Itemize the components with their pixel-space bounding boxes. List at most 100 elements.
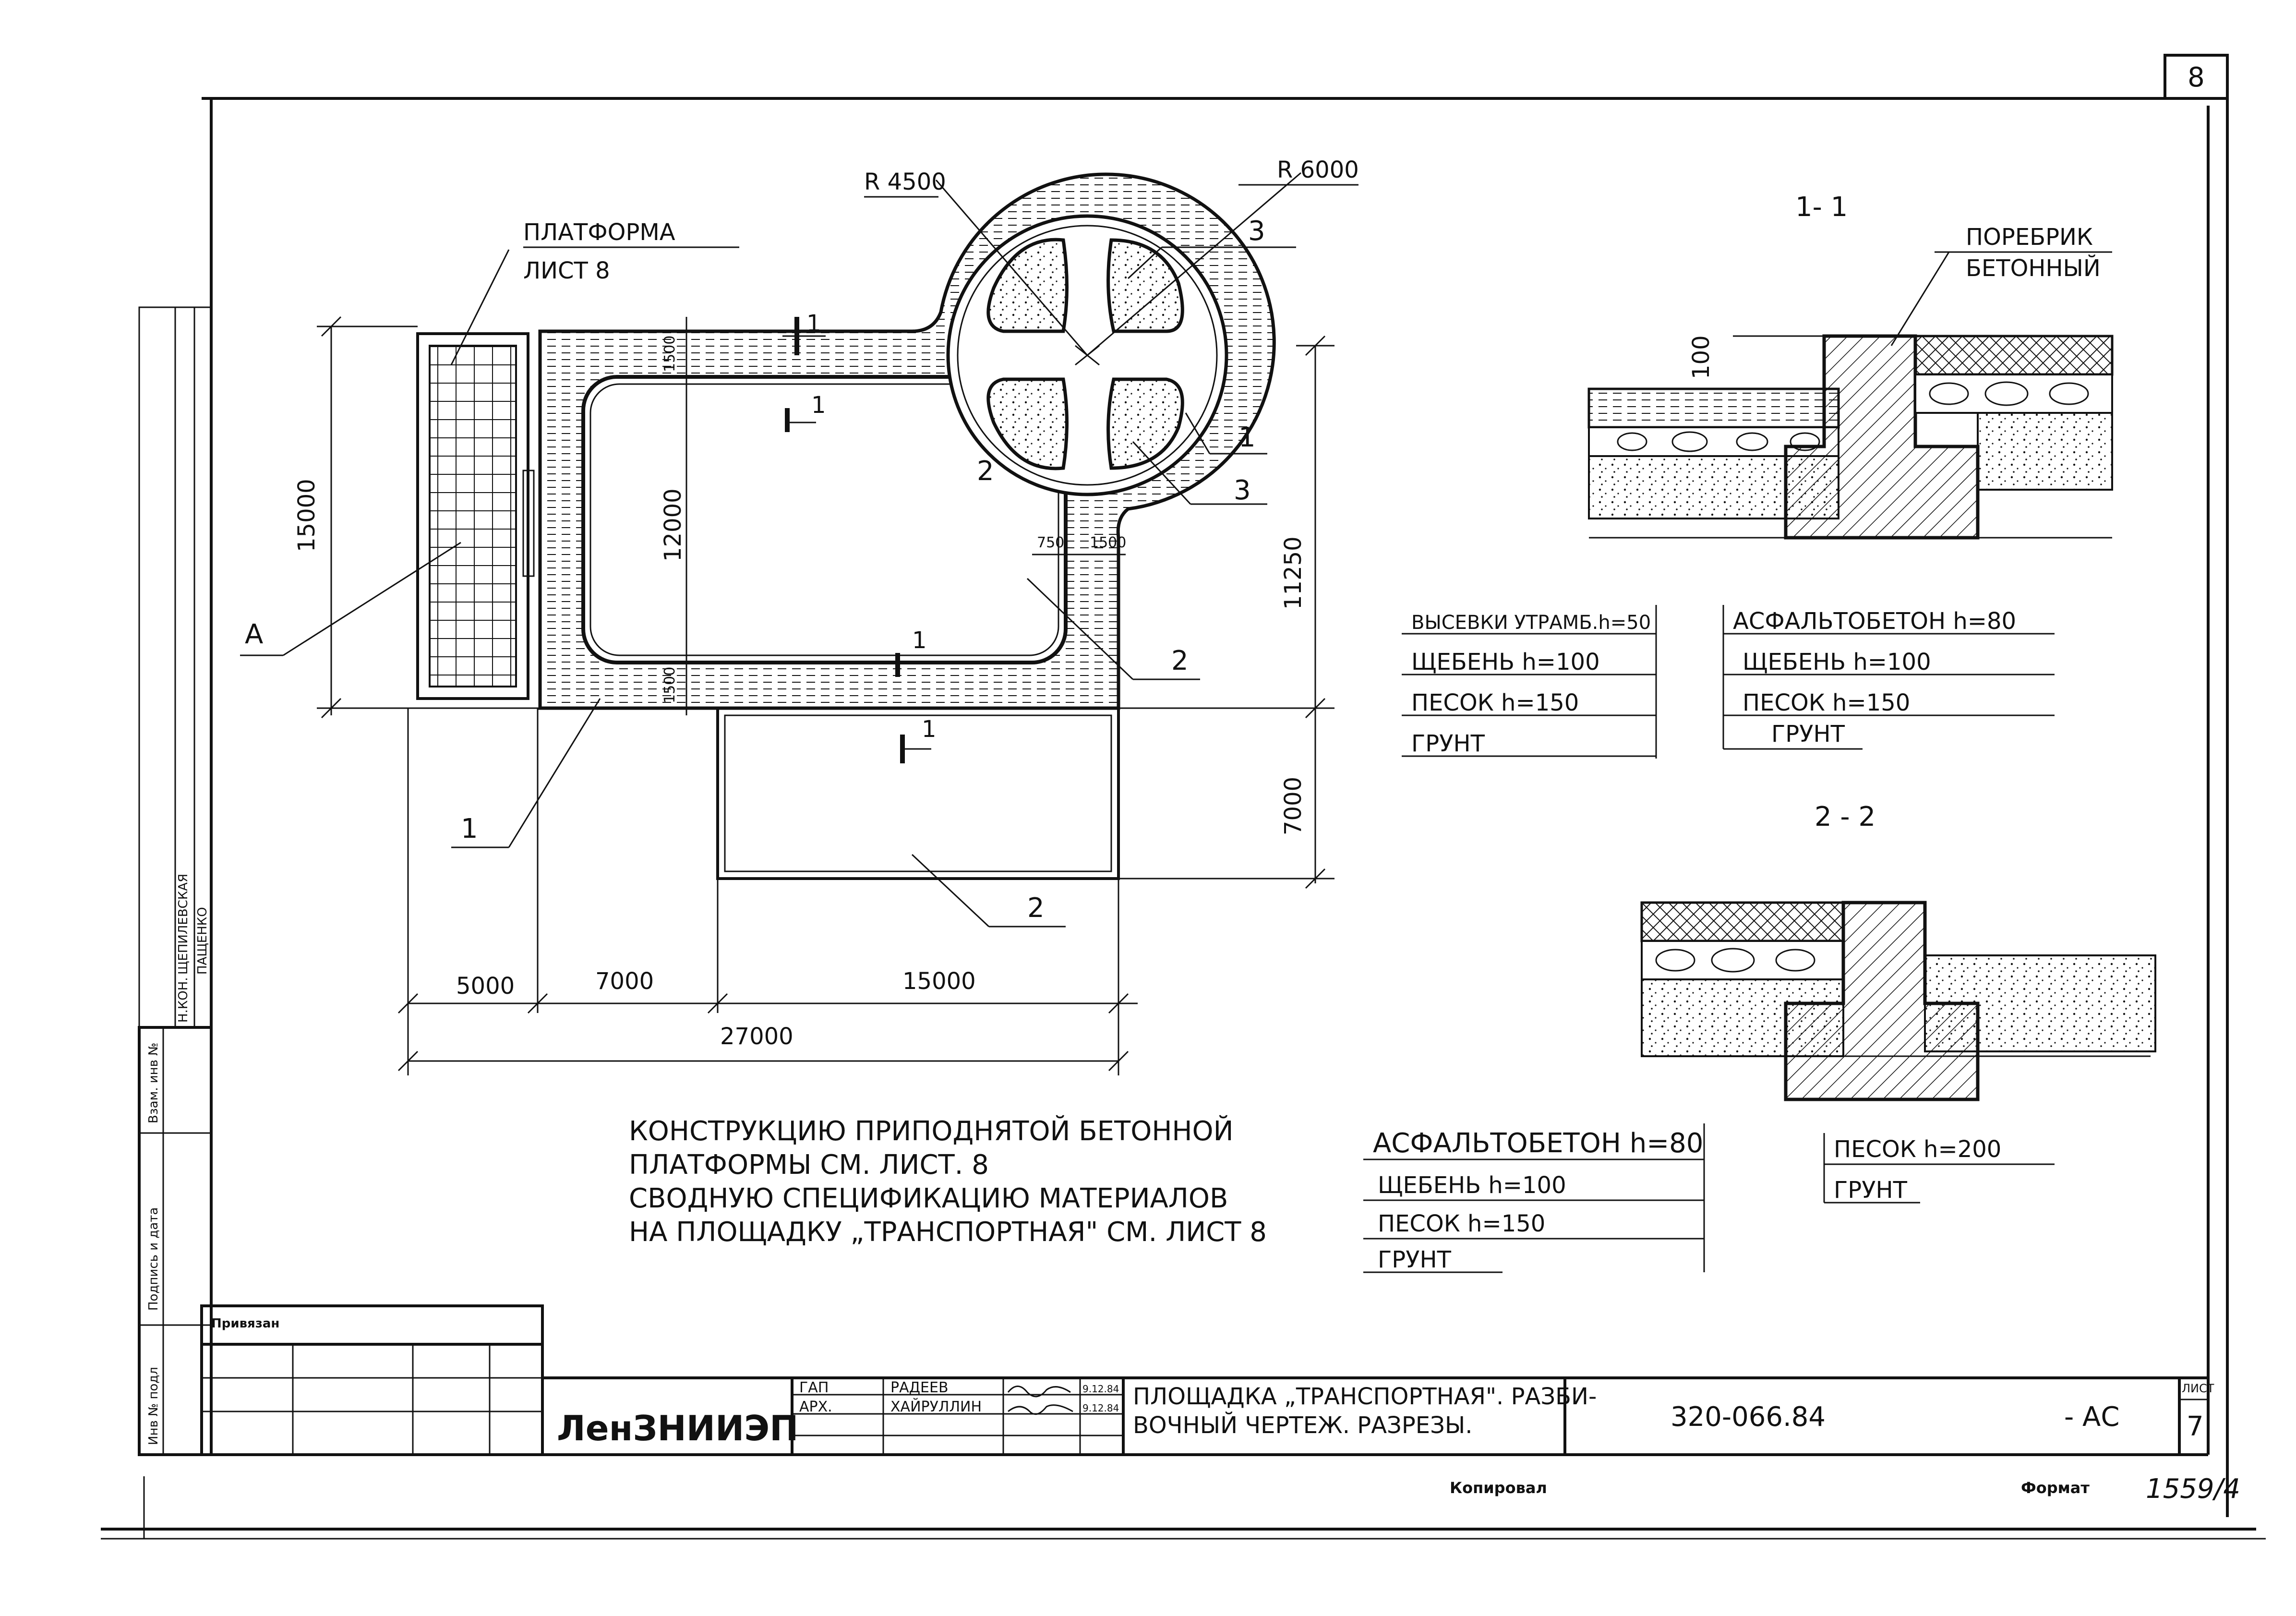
dim-total-height: 15000 [293, 479, 320, 552]
dim-7000: 7000 [595, 968, 654, 995]
callout-2-pad: 2 [1171, 645, 1189, 676]
section-1-1-title: 1- 1 [1795, 192, 1848, 223]
svg-text:ПЕСОК h=150: ПЕСОК h=150 [1378, 1210, 1545, 1237]
side-stamp: Инв № подл Подпись и дата Взам. инв № Н.… [138, 306, 213, 1456]
dim-lower-height: 7000 [1280, 777, 1307, 835]
organization: ЛенЗНИИЭП [557, 1408, 798, 1448]
dim-right-height: 11250 [1280, 536, 1307, 610]
curb-label-1: ПОРЕБРИК [1966, 224, 2093, 251]
site-plan: R 4500 R 6000 ПЛАТФОРМА ЛИСТ 8 15000 120… [240, 157, 1359, 1075]
date-1: 9.12.84 [1082, 1383, 1119, 1395]
footer-number: 1559/4 [2146, 1473, 2240, 1505]
svg-text:ГРУНТ: ГРУНТ [1771, 721, 1845, 748]
callouts: А 1 2 2 3 3 1 2 [240, 216, 1296, 928]
dim-bottom-offset: 1500 [661, 667, 678, 703]
sheet-number-top: 8 [2164, 54, 2229, 100]
svg-text:ГРУНТ: ГРУНТ [1411, 730, 1485, 757]
section-1-1-left-layers: ВЫСЕВКИ УТРАМБ.h=50 ЩЕБЕНЬ h=100 ПЕСОК h… [1402, 605, 1657, 759]
curb-label-2: БЕТОННЫЙ [1966, 254, 2101, 282]
svg-text:ПЕСОК h=150: ПЕСОК h=150 [1411, 689, 1579, 716]
section-2-2-right-layers: ПЕСОК h=200 ГРУНТ [1823, 1133, 2055, 1204]
platform [416, 332, 535, 700]
dim-bottom: 5000 7000 15000 27000 [397, 708, 1138, 1075]
svg-text:ПЕСОК h=200: ПЕСОК h=200 [1834, 1136, 2001, 1163]
title-block: Привязан ЛенЗНИИЭП ГАП АРХ. РАДЕЕВ ХАЙРУ… [200, 1304, 2214, 1456]
section-2-2: 2 - 2 АСФАЛЬТОБЕТОН h=80 ЩЕБЕНЬ h=100 ПЕ… [1363, 801, 2156, 1273]
notes: КОНСТРУКЦИЮ ПРИПОДНЯТОЙ БЕТОННОЙ ПЛАТФОР… [629, 1115, 1267, 1248]
signature-2 [1008, 1404, 1073, 1415]
dim-1500-small: 1500 [1090, 534, 1126, 551]
sheet-label: ЛИСТ [2182, 1382, 2214, 1395]
format-label: Формат [2021, 1479, 2090, 1497]
dim-5000: 5000 [456, 973, 515, 1000]
section-1-1-right-layers: АСФАЛЬТОБЕТОН h=80 ЩЕБЕНЬ h=100 ПЕСОК h=… [1722, 605, 2055, 750]
dim-15000: 15000 [902, 968, 976, 995]
role-arch: АРХ. [799, 1399, 832, 1415]
callout-2-ring: 2 [977, 456, 994, 487]
radius-large: R 6000 [1277, 157, 1359, 183]
svg-text:АСФАЛЬТОБЕТОН h=80: АСФАЛЬТОБЕТОН h=80 [1373, 1128, 1703, 1159]
svg-text:1: 1 [811, 392, 826, 419]
side-nkon: Н.КОН. [176, 977, 191, 1023]
name-khairullin: ХАЙРУЛЛИН [890, 1398, 982, 1415]
linked-label: Привязан [211, 1316, 279, 1331]
side-shchelievskaya: ЩЕПИЛЕВСКАЯ [176, 874, 191, 975]
note-line-3: СВОДНУЮ СПЕЦИФИКАЦИЮ МАТЕРИАЛОВ [629, 1183, 1228, 1214]
callout-3-top: 3 [1248, 216, 1265, 247]
dim-left: 15000 [293, 316, 720, 719]
callout-2-lower: 2 [1027, 892, 1045, 924]
footer: Копировал Формат 1559/4 [1450, 1473, 2240, 1505]
dim-27000: 27000 [720, 1023, 793, 1050]
doc-suffix: - АС [2064, 1401, 2119, 1433]
section-marks: 1 1 1 1 [782, 310, 937, 763]
doc-code: 320-066.84 [1671, 1401, 1826, 1433]
svg-text:ГРУНТ: ГРУНТ [1834, 1177, 1908, 1204]
section-1-1: 1- 1 ПОРЕБРИК БЕТОННЫЙ 100 ВЫСЕВКИ УТРАМ… [1402, 192, 2114, 759]
svg-text:1: 1 [912, 627, 927, 654]
sheet-number-top-text: 8 [2188, 62, 2205, 93]
name-radeev: РАДЕЕВ [890, 1379, 949, 1396]
copied-label: Копировал [1450, 1479, 1547, 1497]
callout-1-ring: 1 [1238, 422, 1256, 453]
side-signature-date: Подпись и дата [146, 1207, 161, 1311]
signature-1 [1007, 1386, 1071, 1398]
side-replace-inv: Взам. инв № [146, 1043, 161, 1123]
svg-text:ВЫСЕВКИ УТРАМБ.h=50: ВЫСЕВКИ УТРАМБ.h=50 [1411, 612, 1651, 634]
platform-label: ПЛАТФОРМА [523, 219, 675, 246]
drawing-title-2: ВОЧНЫЙ ЧЕРТЕЖ. РАЗРЕЗЫ. [1133, 1411, 1472, 1439]
section-2-2-title: 2 - 2 [1815, 801, 1875, 832]
drawing-title-1: ПЛОЩАДКА „ТРАНСПОРТНАЯ". РАЗБИ- [1133, 1383, 1597, 1410]
radius-small: R 4500 [864, 169, 946, 195]
note-line-2: ПЛАТФОРМЫ СМ. ЛИСТ. 8 [629, 1149, 989, 1181]
dim-100-curb: 100 [1688, 335, 1715, 379]
svg-text:1: 1 [922, 716, 937, 743]
date-2: 9.12.84 [1082, 1402, 1119, 1414]
svg-text:ЩЕБЕНЬ h=100: ЩЕБЕНЬ h=100 [1411, 649, 1600, 675]
side-pashchenko: ПАЩЕНКО [195, 907, 210, 975]
callout-3-bottom: 3 [1234, 475, 1251, 506]
inner-pad [581, 375, 1068, 664]
svg-text:ПЕСОК h=150: ПЕСОК h=150 [1743, 689, 1910, 716]
marker-a: А [245, 619, 263, 650]
svg-text:ЩЕБЕНЬ h=100: ЩЕБЕНЬ h=100 [1743, 649, 1931, 675]
lower-area [716, 707, 1120, 880]
dim-750: 750 [1037, 534, 1064, 551]
svg-text:1: 1 [806, 310, 821, 337]
platform-sheet-label: ЛИСТ 8 [523, 257, 610, 284]
section-2-2-left-layers: АСФАЛЬТОБЕТОН h=80 ЩЕБЕНЬ h=100 ПЕСОК h=… [1363, 1123, 1705, 1273]
side-inv-no: Инв № подл [146, 1367, 161, 1445]
svg-text:АСФАЛЬТОБЕТОН h=80: АСФАЛЬТОБЕТОН h=80 [1733, 608, 2016, 635]
note-line-4: НА ПЛОЩАДКУ „ТРАНСПОРТНАЯ" СМ. ЛИСТ 8 [629, 1217, 1267, 1248]
svg-text:ГРУНТ: ГРУНТ [1378, 1246, 1452, 1273]
dim-top-offset: 1500 [661, 336, 678, 372]
sheet-value: 7 [2187, 1411, 2204, 1442]
roundabout [935, 172, 1301, 496]
dim-inner-height: 12000 [660, 488, 686, 562]
callout-1-bottom: 1 [461, 813, 478, 844]
dim-right: 11250 7000 [1118, 335, 1334, 889]
dim-inner: 12000 1500 1500 [660, 317, 696, 715]
note-line-1: КОНСТРУКЦИЮ ПРИПОДНЯТОЙ БЕТОННОЙ [629, 1115, 1234, 1147]
role-gap: ГАП [799, 1379, 829, 1396]
svg-text:ЩЕБЕНЬ h=100: ЩЕБЕНЬ h=100 [1378, 1172, 1566, 1199]
